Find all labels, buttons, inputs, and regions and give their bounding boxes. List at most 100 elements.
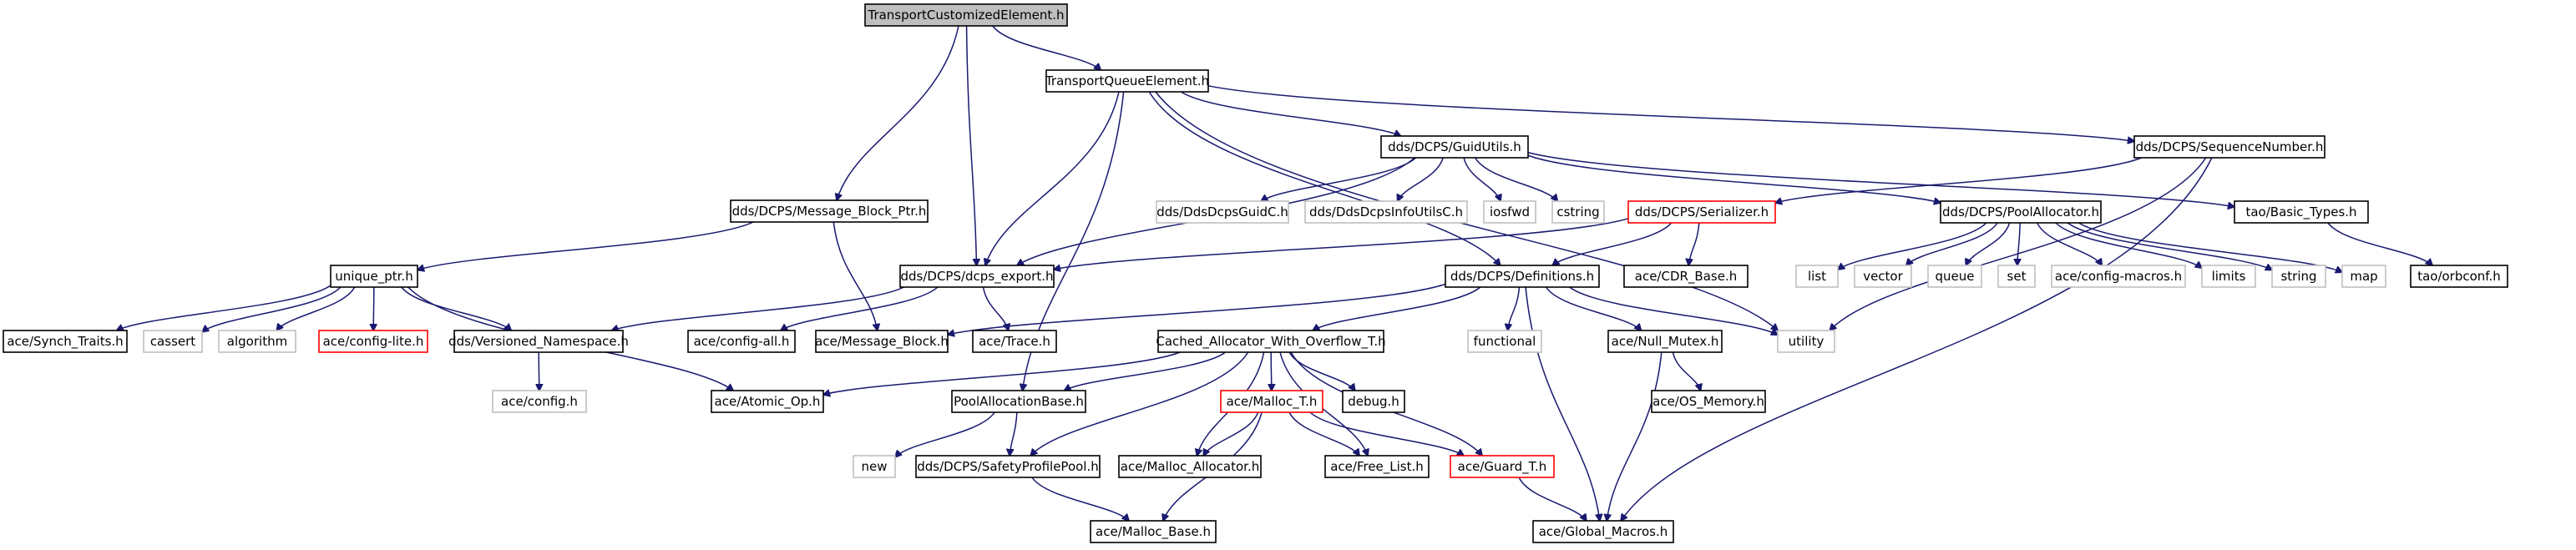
node-box	[330, 265, 418, 288]
edge-n_pool-to-n_limits	[2055, 222, 2202, 268]
node-box	[1795, 265, 1839, 288]
node-label: dds/DCPS/dcps_export.h	[900, 269, 1053, 285]
graph-node-tqe[interactable]: TransportQueueElement.h	[1045, 69, 1209, 93]
graph-node-synch[interactable]: ace/Synch_Traits.h	[3, 330, 128, 353]
graph-node-cassert: cassert	[143, 330, 203, 353]
graph-node-basic[interactable]: tao/Basic_Types.h	[2234, 200, 2369, 224]
edge-n_defs-to-n_functional	[1508, 286, 1521, 331]
node-box	[1450, 455, 1555, 478]
node-label: algorithm	[227, 334, 287, 349]
node-box	[1607, 330, 1723, 353]
edge-n_root-to-n_export	[965, 25, 977, 265]
graph-node-mallocalloc[interactable]: ace/Malloc_Allocator.h	[1118, 455, 1262, 478]
node-box	[1090, 520, 1217, 543]
graph-node-guid[interactable]: dds/DCPS/GuidUtils.h	[1380, 135, 1529, 159]
edge-n_uptr-to-n_cfglite	[373, 286, 374, 331]
graph-node-pool[interactable]: dds/DCPS/PoolAllocator.h	[1940, 200, 2102, 224]
graph-node-guard[interactable]: ace/Guard_T.h	[1450, 455, 1555, 478]
graph-node-orbconf[interactable]: tao/orbconf.h	[2410, 265, 2508, 288]
node-label: ace/Trace.h	[979, 334, 1050, 349]
graph-node-mallocbase[interactable]: ace/Malloc_Base.h	[1090, 520, 1217, 543]
node-label: dds/DCPS/Definitions.h	[1450, 269, 1594, 284]
node-box	[1627, 200, 1776, 224]
node-label: tao/Basic_Types.h	[2245, 204, 2356, 220]
node-box	[2271, 265, 2326, 288]
graph-node-nullmutex[interactable]: ace/Null_Mutex.h	[1607, 330, 1723, 353]
node-label: dds/DCPS/GuidUtils.h	[1388, 139, 1521, 154]
edge-n_guid-to-n_pool	[1527, 154, 1941, 203]
edge-n_pool-to-n_string	[2067, 222, 2272, 270]
edge-n_export-to-n_cfgall	[781, 286, 939, 331]
graph-node-trace[interactable]: ace/Trace.h	[972, 330, 1057, 353]
graph-node-pab[interactable]: PoolAllocationBase.h	[951, 390, 1086, 413]
edge-n_spp-to-n_mallocbase	[1031, 477, 1129, 521]
graph-node-atomic[interactable]: ace/Atomic_Op.h	[711, 390, 824, 413]
graph-node-mbp[interactable]: dds/DCPS/Message_Block_Ptr.h	[730, 199, 929, 223]
node-box	[1467, 330, 1542, 353]
edge-n_defs-to-n_cawo	[1313, 286, 1481, 331]
graph-node-msgblock[interactable]: ace/Message_Block.h	[815, 330, 949, 353]
edge-n_guid-to-n_infoutil	[1398, 157, 1445, 201]
node-label: unique_ptr.h	[335, 269, 412, 285]
graph-node-root[interactable]: TransportCustomizedElement.h	[864, 3, 1068, 27]
graph-node-ser[interactable]: dds/DCPS/Serializer.h	[1627, 200, 1776, 224]
node-label: map	[2350, 269, 2377, 284]
node-box	[2051, 265, 2186, 288]
edge-n_uptr-to-n_algorithm	[276, 286, 356, 331]
graph-node-cawo[interactable]: Cached_Allocator_With_Overflow_T.h	[1156, 330, 1386, 353]
node-label: ace/Synch_Traits.h	[7, 334, 123, 350]
graph-node-cfgall[interactable]: ace/config-all.h	[687, 330, 796, 353]
edge-n_tqe-to-n_guid	[1181, 91, 1401, 136]
node-label: vector	[1863, 269, 1903, 284]
node-label: ace/Null_Mutex.h	[1612, 334, 1719, 350]
node-label: limits	[2212, 269, 2246, 284]
edge-n_seq-to-n_ser	[1775, 157, 2142, 203]
graph-node-osmem[interactable]: ace/OS_Memory.h	[1651, 390, 1766, 413]
graph-node-utility: utility	[1777, 330, 1835, 353]
node-box	[1380, 135, 1529, 159]
graph-node-limits: limits	[2201, 265, 2256, 288]
graph-node-freelist[interactable]: ace/Free_List.h	[1324, 455, 1430, 478]
graph-node-spp[interactable]: dds/DCPS/SafetyProfilePool.h	[915, 455, 1101, 478]
graph-node-vns[interactable]: dds/Versioned_Namespace.h	[448, 330, 629, 353]
node-box	[1324, 455, 1430, 478]
node-box	[1156, 200, 1289, 224]
graph-node-guidc: dds/DdsDcpsGuidC.h	[1156, 200, 1289, 224]
edge-n_cawo-to-n_malloct	[1271, 351, 1272, 391]
edge-n_uptr-to-n_cassert	[202, 286, 342, 332]
graph-node-globalmacros[interactable]: ace/Global_Macros.h	[1532, 520, 1674, 543]
edge-n_seq-to-n_globalmacros	[1621, 157, 2213, 521]
node-box	[687, 330, 796, 353]
edge-n_nullmutex-to-n_osmem	[1672, 351, 1700, 391]
node-box	[453, 330, 624, 353]
graph-node-malloct[interactable]: ace/Malloc_T.h	[1220, 390, 1323, 413]
node-label: list	[1808, 269, 1826, 284]
graph-node-uptr[interactable]: unique_ptr.h	[330, 265, 418, 288]
node-box	[951, 390, 1086, 413]
graph-node-cdr[interactable]: ace/CDR_Base.h	[1623, 265, 1749, 288]
node-box	[1118, 455, 1262, 478]
node-label: ace/Malloc_Base.h	[1096, 524, 1211, 540]
edge-n_uptr-to-n_synch	[117, 285, 331, 331]
node-label: dds/DCPS/SafetyProfilePool.h	[917, 459, 1099, 474]
graph-node-export[interactable]: dds/DCPS/dcps_export.h	[899, 265, 1055, 288]
graph-node-cfglite[interactable]: ace/config-lite.h	[318, 330, 428, 353]
node-box	[2410, 265, 2508, 288]
node-label: string	[2280, 269, 2316, 284]
graph-node-map: map	[2341, 265, 2386, 288]
node-label: ace/Malloc_T.h	[1227, 394, 1318, 410]
node-label: ace/Malloc_Allocator.h	[1121, 459, 1259, 475]
node-box	[1045, 69, 1209, 93]
edge-n_guid-to-n_cstring	[1475, 157, 1558, 201]
edge-n_root-to-n_mbp	[837, 25, 959, 200]
edge-n_mbp-to-n_uptr	[418, 221, 754, 270]
node-box	[218, 330, 296, 353]
node-label: ace/Atomic_Op.h	[715, 394, 821, 410]
node-label: new	[861, 459, 887, 474]
graph-node-list: list	[1795, 265, 1839, 288]
edge-n_export-to-n_vns	[612, 286, 904, 331]
graph-node-defs[interactable]: dds/DCPS/Definitions.h	[1445, 265, 1600, 288]
graph-node-seq[interactable]: dds/DCPS/SequenceNumber.h	[2133, 135, 2325, 159]
graph-node-debug[interactable]: debug.h	[1342, 390, 1405, 413]
node-label: utility	[1789, 334, 1824, 349]
